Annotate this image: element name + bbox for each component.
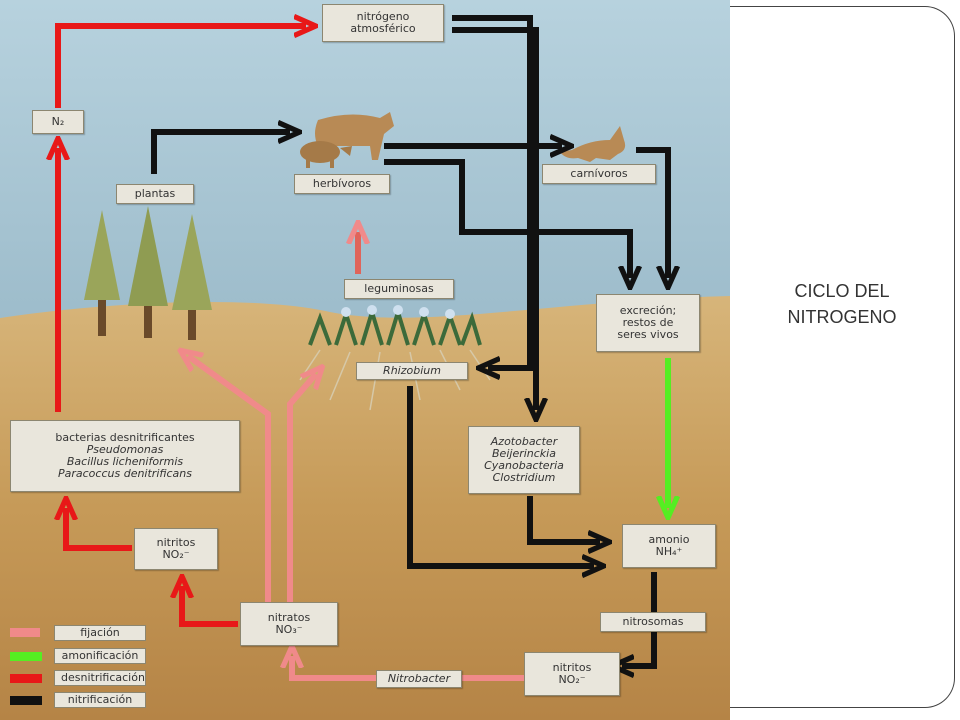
side-panel xyxy=(730,6,955,708)
label-nitrites-bottom: nitritos NO₂⁻ xyxy=(524,652,620,696)
legend-label-nitrificacion: nitrificación xyxy=(54,692,146,708)
label-rhizobium: Rhizobium xyxy=(356,362,468,380)
arrow-nitrates-to-nitrites xyxy=(182,586,238,627)
pig-icon xyxy=(300,141,352,168)
arrow-nitrates-to-trees xyxy=(188,356,271,606)
arrow-nitrates-to-legumes xyxy=(287,374,316,606)
legend-swatch-nitrificacion xyxy=(10,696,42,705)
label-nitrosomas: nitrosomas xyxy=(600,612,706,632)
label-ammonium: amonio NH₄⁺ xyxy=(622,524,716,568)
fox-icon xyxy=(560,126,626,162)
legend-swatch-desnitrificacion xyxy=(10,674,42,683)
nitrification-arrows xyxy=(151,15,668,666)
legume-plant-icon xyxy=(299,305,491,411)
label-excretion: excreción; restos de seres vivos xyxy=(596,294,700,352)
label-atmospheric-nitrogen: nitrógeno atmosférico xyxy=(322,4,444,42)
legend-swatch-amonificacion xyxy=(10,652,42,661)
label-nitrites-left: nitritos NO₂⁻ xyxy=(134,528,218,570)
label-nitrates: nitratos NO₃⁻ xyxy=(240,602,338,646)
label-n2: N₂ xyxy=(32,110,84,134)
arrow-plants-to-herbivores xyxy=(151,132,290,174)
label-denitrifying-bacteria: bacterias desnitrificantes Pseudomonas B… xyxy=(10,420,240,492)
arrow-nitrites-to-bacteria xyxy=(66,508,132,551)
arrow-ammonium-to-nitrites xyxy=(622,572,657,666)
arrow-herbivores-to-excretion xyxy=(384,159,630,278)
tree-icon xyxy=(84,206,212,340)
label-carnivores: carnívoros xyxy=(542,164,656,184)
arrow-atmospheric-to-azotobacter xyxy=(452,27,536,410)
arrow-atmospheric-to-rhizobium xyxy=(452,15,533,368)
label-nitrobacter: Nitrobacter xyxy=(376,670,462,688)
legend-label-amonificacion: amonificación xyxy=(54,648,146,664)
arrow-rhizobium-to-ammonium xyxy=(407,386,594,566)
legend-label-fijacion: fijación xyxy=(54,625,146,641)
denitrification-arrows xyxy=(55,26,306,627)
arrow-azotobacter-to-ammonium xyxy=(527,496,600,542)
slide-title: CICLO DEL NITROGENO xyxy=(787,281,897,327)
sky-background xyxy=(0,0,730,320)
legend-swatch-fijacion xyxy=(10,628,40,637)
arrow-carnivores-to-excretion xyxy=(636,147,668,278)
label-azotobacter: Azotobacter Beijerinckia Cyanobacteria C… xyxy=(468,426,580,494)
cow-icon xyxy=(315,112,394,162)
label-legumes: leguminosas xyxy=(344,279,454,299)
legend-label-desnitrificacion: desnitrificación xyxy=(54,670,146,686)
label-plants: plantas xyxy=(116,184,194,204)
arrow-n2-to-atmospheric xyxy=(55,26,306,108)
label-herbivores: herbívoros xyxy=(294,174,390,194)
